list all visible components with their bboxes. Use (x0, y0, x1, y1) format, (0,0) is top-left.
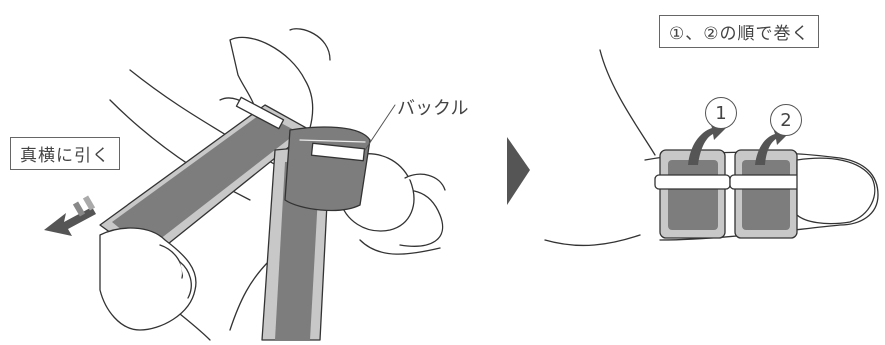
right-cuff-2 (730, 150, 802, 238)
pull-arrow (44, 195, 96, 236)
right-hand (797, 158, 875, 223)
step-2-badge: 2 (770, 104, 802, 136)
buckle-leader-line (365, 105, 395, 150)
next-step-arrow (507, 137, 530, 205)
arm-cuff (285, 127, 370, 210)
step-1-badge: 1 (705, 97, 737, 129)
pull-sideways-label: 真横に引く (10, 137, 120, 170)
buckle-label: バックル (397, 94, 468, 120)
wrap-order-label: ①、②の順で巻く (659, 15, 819, 48)
